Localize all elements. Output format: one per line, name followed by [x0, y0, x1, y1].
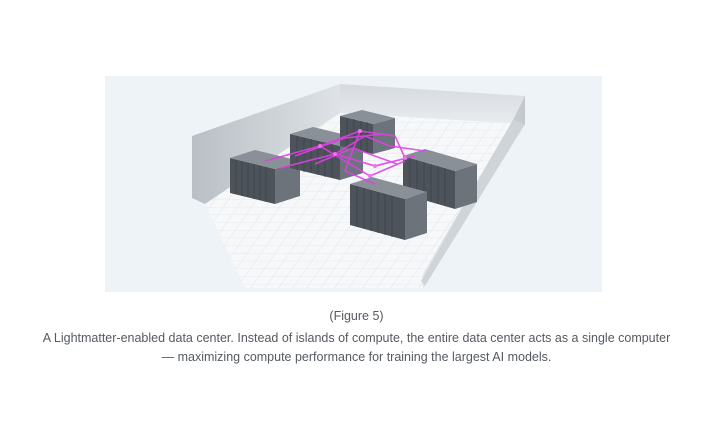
back-wall	[340, 84, 525, 124]
rack-row-left	[230, 150, 300, 204]
figure-caption: A Lightmatter-enabled data center. Inste…	[42, 331, 671, 364]
data-center-illustration-icon	[192, 84, 525, 288]
rack-row-front	[350, 177, 427, 240]
figure-image	[105, 76, 602, 292]
link-nodes	[318, 129, 407, 178]
figure-label: (Figure 5)	[329, 309, 384, 323]
left-wall	[192, 84, 340, 204]
